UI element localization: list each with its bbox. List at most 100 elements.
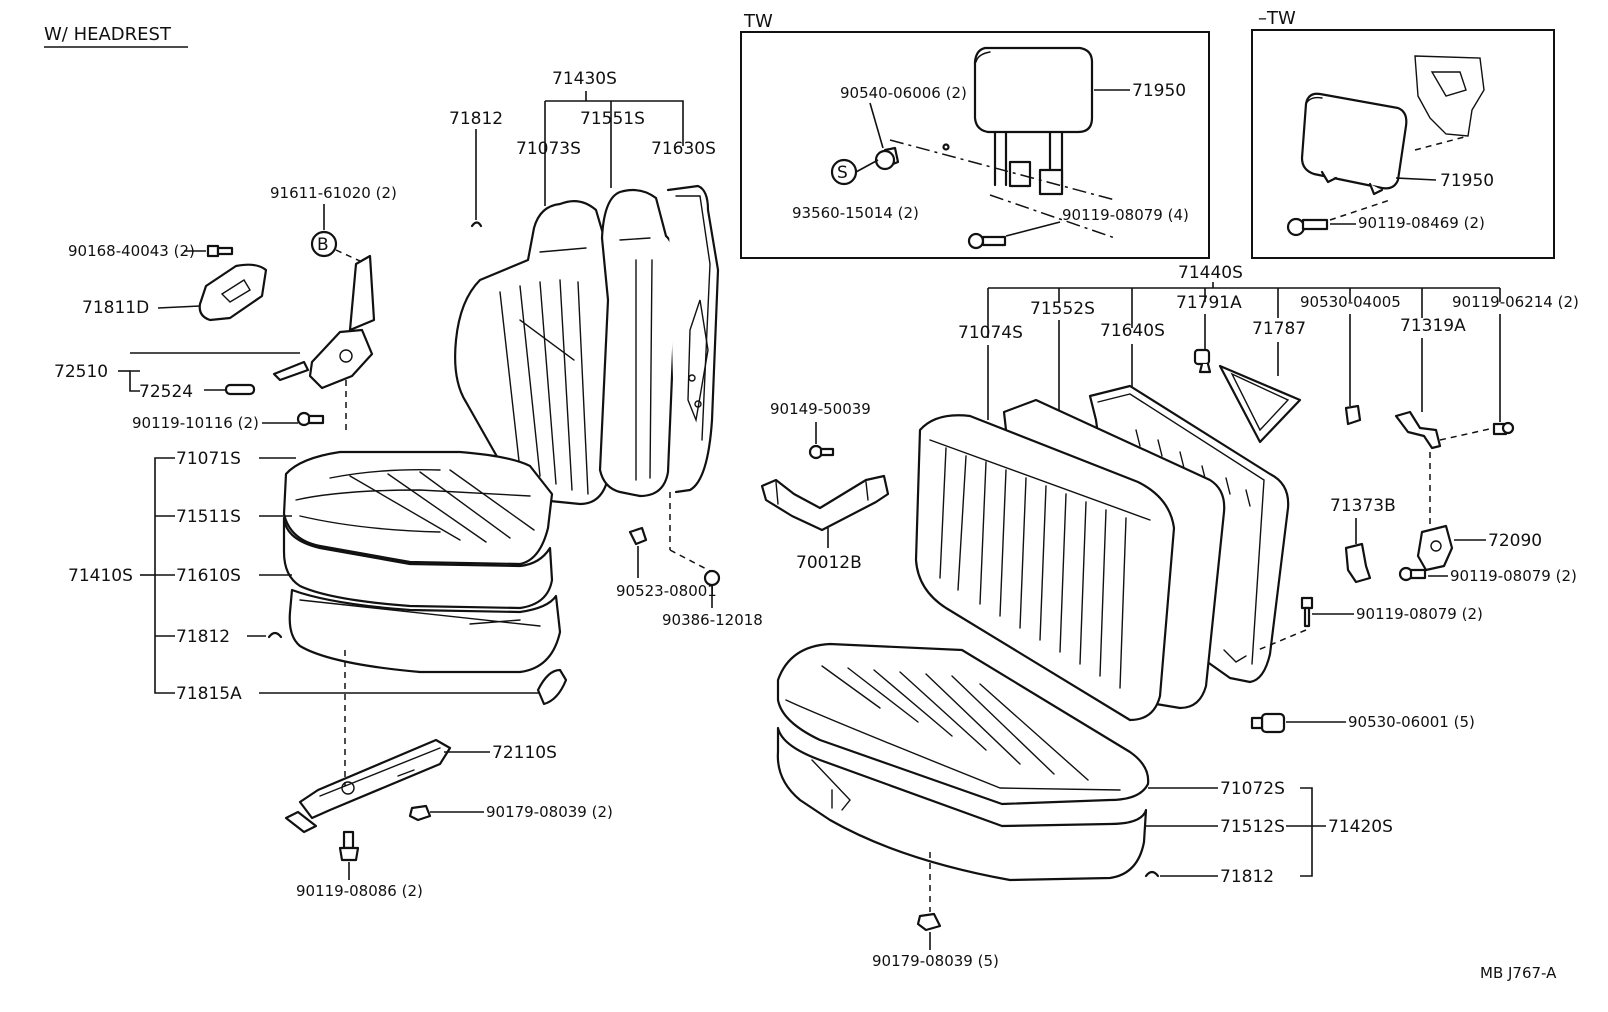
nut-90179-left [408,804,432,822]
tw-inset-frame [740,31,1210,259]
headrest-no-tw [1300,55,1485,196]
spring-72524 [224,383,256,396]
label-71610S: 71610S [176,566,241,586]
label-90179-08039-left: 90179-08039 (2) [486,803,613,821]
label-90179-08039-right: 90179-08039 (5) [872,952,999,970]
nut-90523-08001 [628,526,648,546]
bumper-90530-06001 [1250,712,1286,734]
seat-track-72110S [284,738,452,834]
callout-b [310,230,338,258]
rear-cushion-pad-71512S [776,726,1148,882]
seatback-pad-71551S [598,188,678,498]
no-tw-inset-frame [1251,29,1555,259]
nut-90179-right [916,912,942,932]
bumper-90530-04005 [1344,404,1362,426]
clip-71791A [1193,348,1212,374]
diagram-title: W/ HEADREST [44,24,172,45]
sleeve-90540 [874,146,900,171]
label-72110S: 72110S [492,743,557,763]
label-90119-08079-tw: 90119-08079 (4) [1062,206,1189,224]
label-71420S: 71420S [1328,817,1393,837]
label-71373B: 71373B [1330,496,1396,516]
bolt-90119-10116 [296,411,325,427]
bushing-90386-12018 [703,569,721,587]
bracket-71373B [1344,542,1372,584]
label-72510: 72510 [54,362,108,382]
label-90168-40043: 90168-40043 (2) [68,242,195,260]
label-91611-61020: 91611-61020 (2) [270,184,397,202]
cover-71815A [536,668,568,706]
label-72090: 72090 [1488,531,1542,551]
label-72524: 72524 [139,382,193,402]
label-71630S: 71630S [651,139,716,159]
pin-small [942,143,950,151]
bolt-90119-06214 [1492,421,1515,436]
label-90119-08086: 90119-08086 (2) [296,882,423,900]
label-90119-08079-a: 90119-08079 (2) [1450,567,1577,585]
label-71787: 71787 [1252,319,1306,339]
label-71551S: 71551S [580,109,645,129]
label-90149-50039: 90149-50039 [770,400,871,418]
bolt-90119-08079-back [1300,596,1314,628]
label-90386-12018: 90386-12018 [662,611,763,629]
headrest-tw [973,46,1094,196]
label-71812-top: 71812 [449,109,503,129]
callout-s-letter: S [837,163,848,183]
hog-ring-left [267,631,283,639]
label-90523-08001: 90523-08001 [616,582,717,600]
label-90540-06006: 90540-06006 (2) [840,84,967,102]
label-71812-right: 71812 [1220,867,1274,887]
bolt-90119-08079-latch [1398,566,1427,582]
drawing-code: MB J767-A [1480,964,1557,982]
label-71815A: 71815A [176,684,242,704]
wire-71787 [1218,364,1302,444]
label-70012B: 70012B [796,553,862,573]
label-71811D: 71811D [82,298,149,318]
bracket-71319A [1394,410,1442,450]
label-90530-06001: 90530-06001 (5) [1348,713,1475,731]
label-90119-08469: 90119-08469 (2) [1358,214,1485,232]
label-71410S: 71410S [68,566,133,586]
callout-b-letter: B [317,235,329,255]
no-tw-inset: –TW 71950 90119-08469 (2) [1251,8,1555,259]
bracket-70012B [760,474,890,532]
seatback-frame-71630S [666,184,720,494]
label-71071S: 71071S [176,449,241,469]
bolt-90149-50039 [808,444,835,460]
label-71319A: 71319A [1400,316,1466,336]
cushion-frame-71610S [288,588,562,674]
no-tw-inset-title: –TW [1258,8,1296,29]
hog-ring-right [1144,870,1160,878]
label-90530-04005: 90530-04005 [1300,293,1401,311]
hog-ring-top [470,221,483,228]
bolt-90168-40043 [206,244,234,258]
recliner-72510 [272,254,376,390]
bolt-90119-08469 [1286,217,1329,237]
latch-72090 [1416,524,1454,572]
label-71073S: 71073S [516,139,581,159]
tw-inset: TW S 71950 90540-06006 (2) 93560-15014 (… [740,11,1210,259]
label-71640S: 71640S [1100,321,1165,341]
bolt-90119-08079-tw [967,232,1007,250]
label-71950-no-tw: 71950 [1440,171,1494,191]
label-93560-15014: 93560-15014 (2) [792,204,919,222]
label-90119-10116: 90119-10116 (2) [132,414,259,432]
tw-inset-title: TW [743,11,773,32]
label-71812-left: 71812 [176,627,230,647]
cushion-pad-71511S [282,516,554,610]
label-71552S: 71552S [1030,299,1095,319]
cushion-cover-71071S [282,450,554,566]
cover-71811D [198,263,268,322]
label-71072S: 71072S [1220,779,1285,799]
label-71950-tw: 71950 [1132,81,1186,101]
rear-seatback-cover-71074S [914,414,1176,722]
label-71430S: 71430S [552,69,617,89]
label-90119-08079-b: 90119-08079 (2) [1356,605,1483,623]
rear-cushion-cover-71072S [776,642,1150,806]
label-90119-06214: 90119-06214 (2) [1452,293,1579,311]
bolt-90119-08086 [338,830,360,862]
label-71511S: 71511S [176,507,241,527]
label-71791A: 71791A [1176,293,1242,313]
label-71440S: 71440S [1178,263,1243,283]
